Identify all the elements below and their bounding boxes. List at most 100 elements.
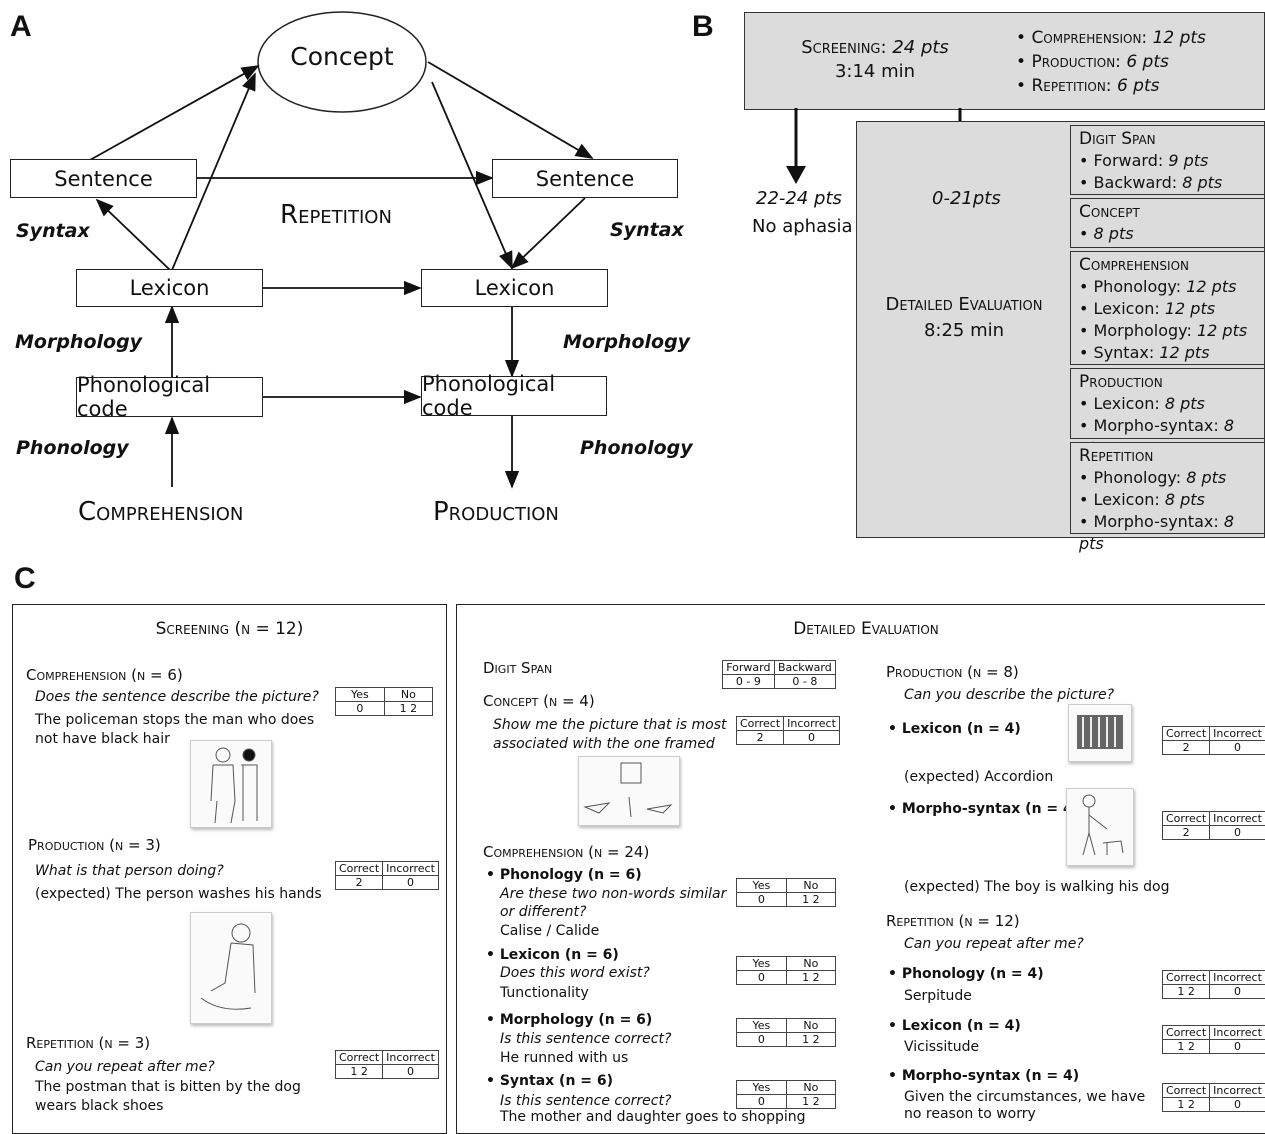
- concept-illustration: [583, 762, 673, 818]
- d-prod-lex-expected: (expected) Accordion: [904, 769, 1054, 785]
- cell-item: Lexicon: 8 pts: [1079, 393, 1256, 415]
- syntax-right-label: Syntax: [610, 219, 684, 241]
- s-rep-text-1: The postman that is bitten by the dog: [35, 1079, 301, 1095]
- d-rep-phon-item: • Phonology (n = 4): [888, 966, 1044, 982]
- panel-b-label: B: [692, 10, 714, 43]
- d-phon-text: Calise / Calide: [500, 923, 600, 939]
- arrow-sentence-concept: [89, 65, 260, 161]
- morphology-left-label: Morphology: [15, 331, 143, 353]
- washing-hands-picture: [190, 912, 272, 1024]
- detailed-frame: [456, 604, 1265, 1134]
- d-phon-item: • Phonology (n = 6): [486, 867, 642, 883]
- panel-a-label: A: [10, 10, 32, 43]
- sentence-right-node: Sentence: [492, 159, 678, 198]
- cell-repetition: Repetition Phonology: 8 pts Lexicon: 8 p…: [1070, 442, 1265, 553]
- cell-production: Production Lexicon: 8 pts Morpho-syntax:…: [1070, 368, 1265, 457]
- concept-node: Concept: [290, 42, 394, 71]
- d-rep-lex-item: • Lexicon (n = 4): [888, 1018, 1021, 1034]
- d-morph-text: He runned with us: [500, 1050, 629, 1066]
- concept-picture: [578, 756, 680, 826]
- d-rep-ms-item: • Morpho-syntax (n = 4): [888, 1068, 1080, 1084]
- d-lex-question: Does this word exist?: [500, 965, 650, 981]
- screening-pts: 24 pts: [892, 37, 949, 58]
- lexicon-right-node: Lexicon: [421, 269, 608, 307]
- no-aphasia-label: No aphasia: [752, 216, 853, 237]
- sentence-left-node: Sentence: [10, 159, 197, 198]
- s-prod-head: Production (n = 3): [28, 836, 161, 854]
- d-phon-question-2: or different?: [500, 904, 587, 920]
- d-rep-ms-text-2: no reason to worry: [904, 1106, 1036, 1122]
- d-rep-phon-text: Serpitude: [904, 988, 972, 1004]
- cell-item: Phonology: 8 pts: [1079, 467, 1256, 489]
- phon-right-node: Phonological code: [421, 372, 607, 420]
- accordion-picture: [1068, 704, 1132, 762]
- screening-items: • Comprehension: 12 pts • Production: 6 …: [1016, 26, 1206, 98]
- cell-item: Forward: 9 pts: [1079, 150, 1256, 172]
- d-prod-question: Can you describe the picture?: [904, 687, 1114, 703]
- panel-a-arrows: [89, 11, 594, 489]
- cell-item: Morphology: 12 pts: [1079, 320, 1256, 342]
- syntax-left-label: Syntax: [16, 220, 90, 242]
- concept-ellipse: [257, 11, 427, 113]
- arrow-concept-sentence: [427, 61, 594, 159]
- s-rep-head: Repetition (n = 3): [26, 1034, 151, 1052]
- cell-comprehension: Comprehension Phonology: 12 pts Lexicon:…: [1070, 251, 1265, 365]
- d-prod-ms-expected: (expected) The boy is walking his dog: [904, 879, 1170, 895]
- s-rep-text-2: wears black shoes: [35, 1098, 164, 1114]
- comprehension-label: Comprehension: [78, 497, 244, 527]
- d-rep-ms-text-1: Given the circumstances, we have: [904, 1089, 1146, 1105]
- cell-item: Syntax: 12 pts: [1079, 342, 1256, 364]
- screening-item: • Production: 6 pts: [1016, 52, 1169, 72]
- production-label: Production: [433, 497, 559, 527]
- boy-dog-illustration: [1082, 794, 1124, 856]
- d-syn-text: The mother and daughter goes to shopping: [500, 1109, 806, 1125]
- digit-span-head: Digit Span: [483, 659, 553, 677]
- boy-dog-picture: [1066, 788, 1134, 866]
- d-phon-question-1: Are these two non-words similar: [500, 886, 727, 902]
- cell-concept: Concept 8 pts: [1070, 198, 1265, 248]
- screening-time: 3:14 min: [834, 61, 916, 82]
- arrow-sentence-lexicon: [510, 197, 586, 270]
- arrow-concept-lexicon: [431, 81, 513, 270]
- s-prod-text: (expected) The person washes his hands: [35, 886, 322, 902]
- s-comp-text-1: The policeman stops the man who does: [35, 712, 315, 728]
- d-comp-head: Comprehension (n = 24): [483, 843, 650, 861]
- d-rep-head: Repetition (n = 12): [886, 912, 1020, 930]
- cell-item: Morpho-syntax: 8 pts: [1079, 511, 1256, 555]
- cell-item: Lexicon: 8 pts: [1079, 489, 1256, 511]
- phonology-right-label: Phonology: [580, 437, 693, 459]
- d-prod-head: Production (n = 8): [886, 663, 1019, 681]
- s-prod-question: What is that person doing?: [35, 863, 224, 879]
- screening-title: Screening:: [801, 37, 887, 58]
- d-morph-item: • Morphology (n = 6): [486, 1012, 653, 1028]
- phonology-left-label: Phonology: [16, 437, 129, 459]
- s-comp-head: Comprehension (n = 6): [26, 666, 183, 684]
- screening-item: • Repetition: 6 pts: [1016, 76, 1160, 96]
- d-prod-ms-item: • Morpho-syntax (n = 4): [888, 801, 1080, 817]
- policeman-illustration: [210, 747, 258, 824]
- d-morph-question: Is this sentence correct?: [500, 1031, 672, 1047]
- s-comp-text-2: not have black hair: [35, 731, 170, 747]
- accordion-illustration: [1077, 715, 1123, 749]
- cell-item: 8 pts: [1079, 223, 1256, 245]
- concept-head: Concept (n = 4): [483, 692, 595, 710]
- lexicon-left-node: Lexicon: [76, 269, 263, 307]
- cell-item: Backward: 8 pts: [1079, 172, 1256, 194]
- detailed-frame-title: Detailed Evaluation: [793, 619, 939, 639]
- arrow-lexicon-concept: [171, 72, 256, 271]
- s-comp-question: Does the sentence describe the picture?: [35, 689, 319, 705]
- d-rep-question: Can you repeat after me?: [904, 936, 1084, 952]
